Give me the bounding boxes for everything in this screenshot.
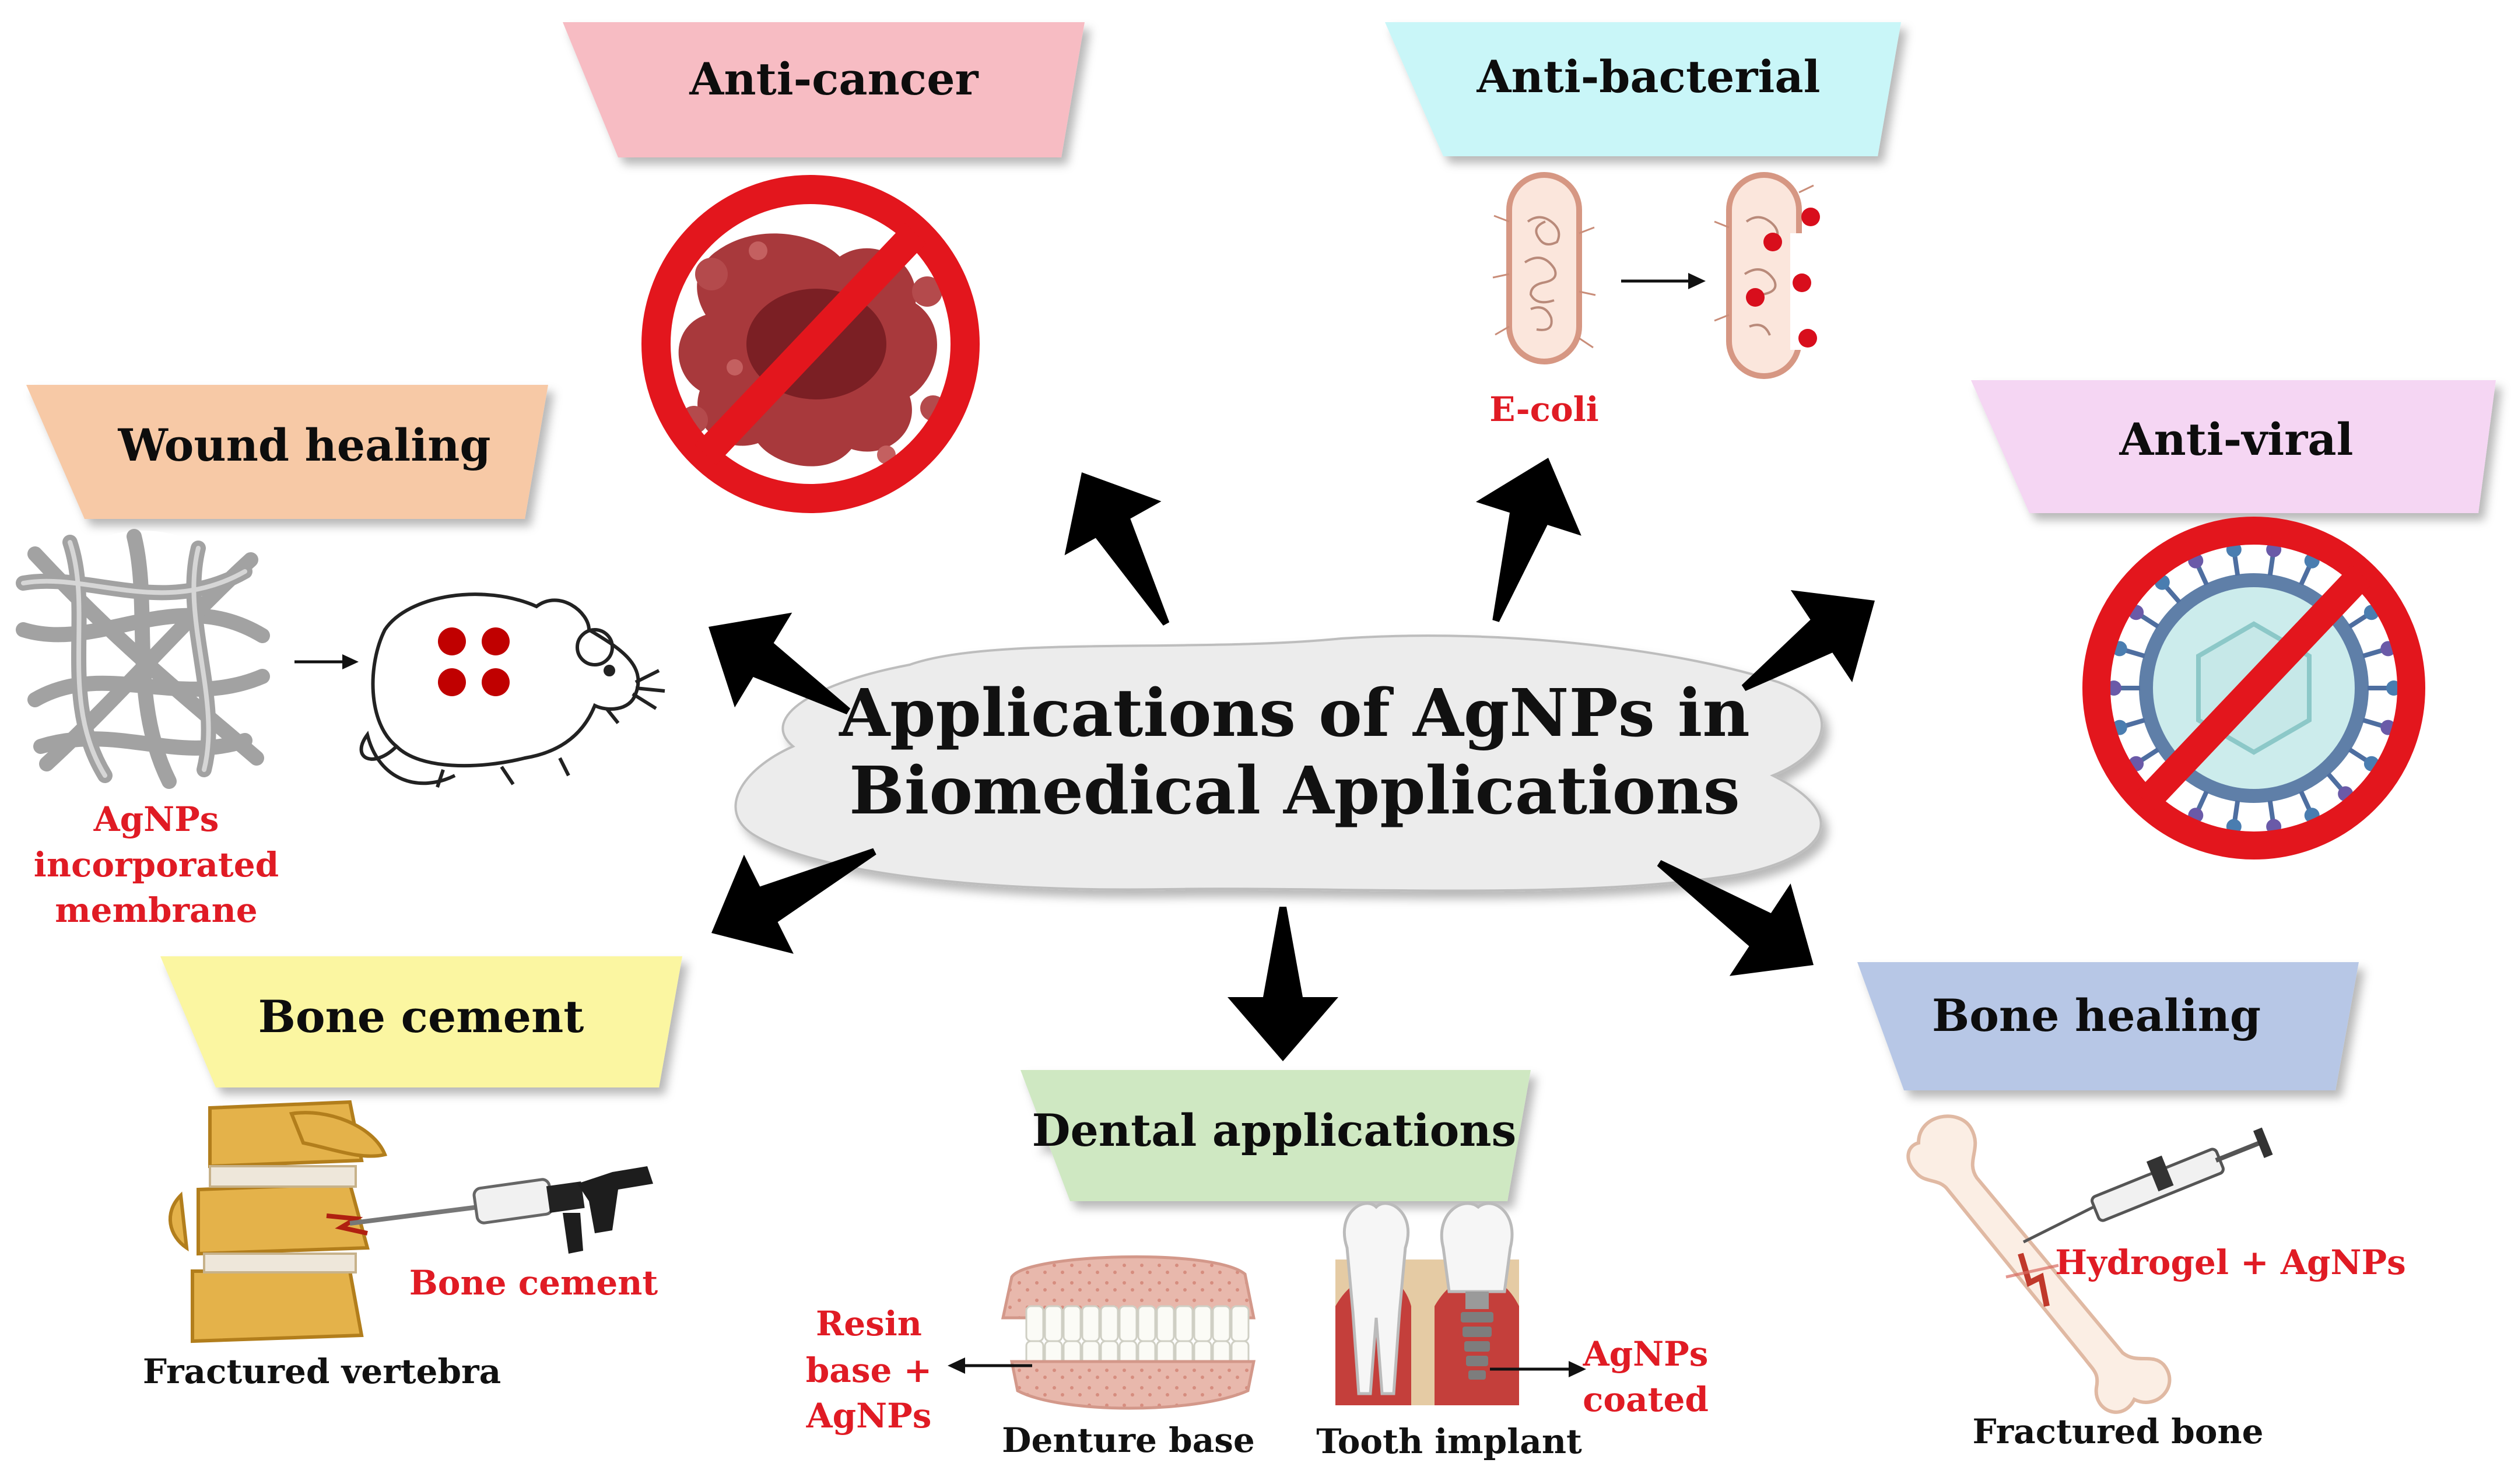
tab-anti-cancer: Anti-cancer <box>563 22 1085 157</box>
tab-anti-cancer-label: Anti-cancer <box>689 53 979 105</box>
arrow-to-dental <box>1228 907 1338 1061</box>
upper-tooth <box>1118 1305 1138 1342</box>
tab-bone-healing: Bone healing <box>1857 962 2359 1090</box>
upper-tooth <box>1156 1305 1175 1342</box>
vertebra-icon <box>169 1100 388 1343</box>
upper-tooth <box>1025 1305 1044 1342</box>
bacteria-icon <box>1492 172 1596 364</box>
center-cloud-shape <box>734 634 1823 892</box>
upper-tooth <box>1230 1305 1250 1342</box>
upper-tooth <box>1044 1305 1063 1342</box>
upper-tooth <box>1062 1305 1082 1342</box>
tooth-implant-caption: Tooth implant <box>1316 1422 1582 1461</box>
membrane-label-line3: membrane <box>55 890 257 930</box>
upper-tooth <box>1137 1305 1156 1342</box>
upper-tooth <box>1193 1305 1212 1342</box>
upper-tooth <box>1081 1305 1100 1342</box>
wound-dots <box>438 627 510 696</box>
denture-base-caption: Denture base <box>1002 1420 1255 1460</box>
tab-dental-label: Dental applications <box>1032 1104 1517 1156</box>
membrane-label-line2: incorporated <box>34 845 279 885</box>
bone-cement-annotation: Bone cement <box>409 1263 658 1303</box>
cement-gun-icon <box>349 1166 653 1254</box>
arrow-to-anti-bacterial <box>1475 458 1581 622</box>
resin-note-line3: AgNPs <box>806 1396 932 1436</box>
upper-tooth <box>1212 1305 1231 1342</box>
tooth-implant-icon <box>1335 1202 1519 1405</box>
arrow-to-anti-cancer <box>1064 472 1170 626</box>
virus-ban-icon <box>2082 517 2425 859</box>
coated-note-line2: coated <box>1583 1380 1709 1419</box>
arrow-to-bone-healing <box>1657 860 1814 976</box>
denture-icon <box>1001 1255 1256 1410</box>
tab-dental-applications: Dental applications <box>1020 1070 1531 1201</box>
membrane-label-line1: AgNPs <box>93 799 219 839</box>
arrow-left-icon <box>948 1357 1032 1374</box>
tab-bone-healing-label: Bone healing <box>1932 990 2261 1041</box>
arrow-right-icon <box>294 654 359 669</box>
arrows-group <box>709 458 1875 1061</box>
syringe-icon <box>2022 1127 2273 1244</box>
arrow-right-icon <box>1621 273 1706 289</box>
coated-note-line1: AgNPs <box>1583 1334 1709 1374</box>
center-title-line2: Biomedical Applications <box>849 753 1740 829</box>
e-coli-label: E-coli <box>1489 390 1598 429</box>
tab-anti-cancer-shape <box>563 22 1085 157</box>
tab-anti-viral: Anti-viral <box>1971 380 2496 513</box>
upper-teeth <box>1025 1305 1250 1342</box>
center-title-line1: Applications of AgNPs in <box>839 675 1750 752</box>
bone-icon <box>1906 1114 2172 1414</box>
fractured-bone-caption: Fractured bone <box>1972 1412 2263 1451</box>
arrow-to-bone-cement <box>711 848 876 954</box>
tab-anti-viral-label: Anti-viral <box>2119 413 2354 465</box>
center-cloud: Applications of AgNPs in Biomedical Appl… <box>734 634 1823 892</box>
arrow-to-anti-viral <box>1741 590 1875 691</box>
resin-note-line1: Resin <box>816 1304 922 1343</box>
tab-anti-bacterial-label: Anti-bacterial <box>1477 51 1821 103</box>
tab-dental-shape <box>1020 1070 1531 1201</box>
tab-bone-cement-label: Bone cement <box>258 991 584 1043</box>
tab-bone-cement: Bone cement <box>160 956 682 1087</box>
upper-tooth <box>1100 1305 1119 1342</box>
tab-wound-healing: Wound healing <box>26 385 548 519</box>
tab-anti-viral-shape <box>1971 380 2496 513</box>
arrow-to-wound-healing <box>709 612 851 715</box>
tab-wound-healing-shape <box>26 385 548 519</box>
membrane-icon <box>16 529 270 789</box>
tab-bone-healing-shape <box>1857 962 2359 1090</box>
tab-wound-healing-label: Wound healing <box>118 419 491 471</box>
tab-anti-bacterial: Anti-bacterial <box>1385 22 1901 156</box>
resin-note-line2: base + <box>806 1350 932 1390</box>
tab-bone-cement-shape <box>160 956 682 1087</box>
mouse-icon <box>359 592 665 788</box>
bacteria-treated-icon <box>1714 172 1820 379</box>
tab-anti-bacterial-shape <box>1385 22 1901 156</box>
fractured-vertebra-caption: Fractured vertebra <box>143 1352 501 1391</box>
arrow-right-icon <box>1490 1361 1586 1377</box>
hydrogel-annotation: Hydrogel + AgNPs <box>2055 1243 2406 1282</box>
upper-tooth <box>1174 1305 1194 1342</box>
cancer-cell-ban-icon <box>641 175 980 513</box>
